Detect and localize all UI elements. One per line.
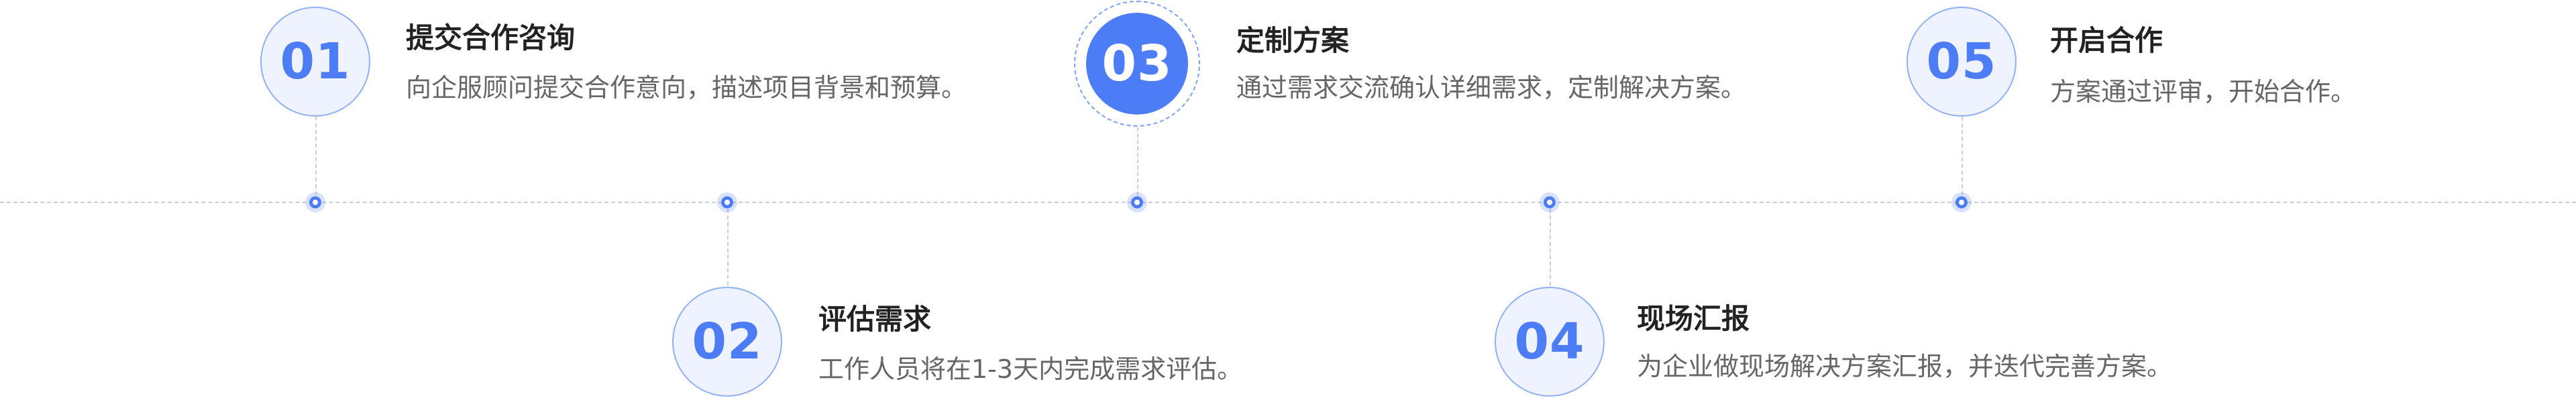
- step-number: 02: [692, 313, 763, 371]
- step-01-node: [305, 192, 325, 212]
- step-description: 为企业做现场解决方案汇报，并迭代完善方案。: [1637, 352, 2173, 381]
- step-04-connector: [1550, 202, 1551, 285]
- step-number-badge: 04: [1495, 287, 1605, 397]
- active-step-ring: [1074, 1, 1200, 127]
- step-title: 提交合作咨询: [406, 21, 576, 54]
- step-number: 05: [1926, 33, 1997, 90]
- step-number: 03: [1102, 35, 1173, 92]
- step-title: 评估需求: [818, 303, 932, 336]
- timeline-axis: [0, 202, 2576, 203]
- step-description: 方案通过评审，开始合作。: [2050, 77, 2357, 107]
- step-03-node: [1127, 192, 1147, 212]
- step-title: 定制方案: [1236, 24, 1350, 57]
- step-03-connector: [1137, 127, 1138, 202]
- step-02-node: [717, 192, 737, 212]
- step-title: 现场汇报: [1637, 302, 1750, 335]
- step-02-connector: [727, 202, 729, 285]
- step-number-badge: 01: [260, 7, 370, 117]
- step-05-node: [1951, 192, 1972, 212]
- step-04-node: [1540, 192, 1560, 212]
- step-description: 工作人员将在1-3天内完成需求评估。: [818, 354, 1243, 384]
- step-description: 通过需求交流确认详细需求，定制解决方案。: [1236, 73, 1747, 103]
- step-description: 向企服顾问提交合作意向，描述项目背景和预算。: [406, 73, 967, 103]
- step-number-badge: 02: [672, 287, 782, 397]
- step-05-connector: [1962, 117, 1963, 202]
- step-number: 01: [280, 33, 351, 90]
- step-title: 开启合作: [2050, 24, 2163, 57]
- step-number-badge: 05: [1907, 7, 2017, 117]
- step-01-connector: [315, 117, 317, 202]
- step-number: 04: [1514, 313, 1585, 371]
- step-number-badge: 03: [1086, 13, 1188, 115]
